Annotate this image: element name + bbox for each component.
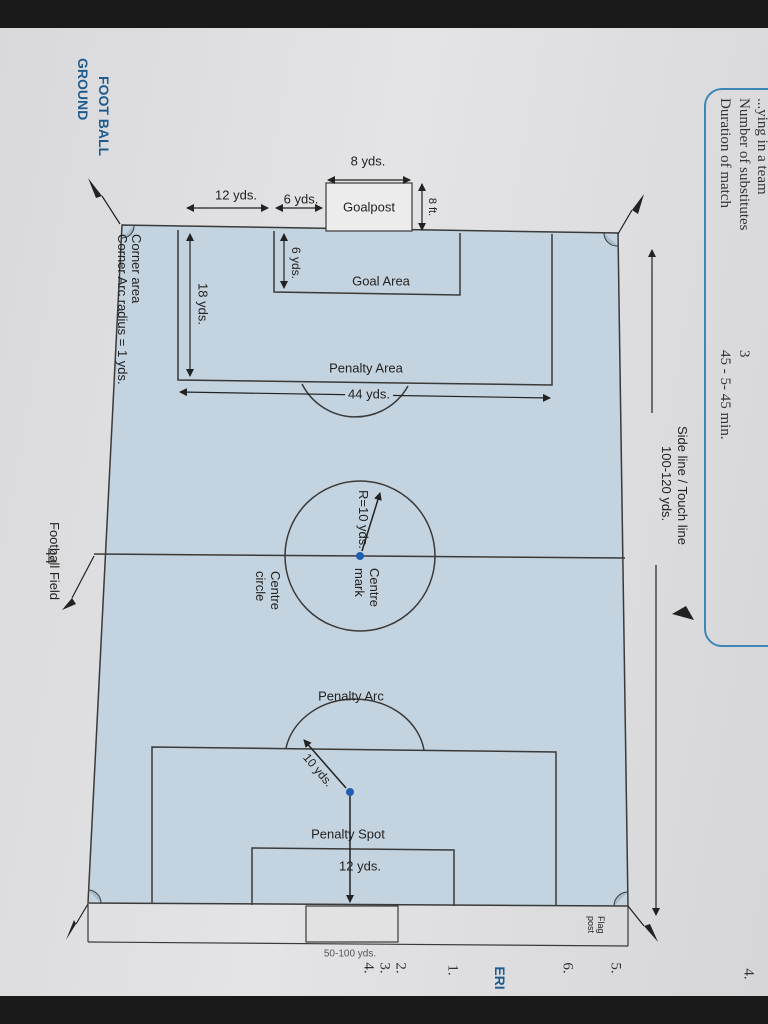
pitch xyxy=(87,224,629,907)
gap-6-label: 6 yds. xyxy=(283,191,319,207)
top-goal-area xyxy=(273,231,461,296)
bottom-penalty-arc xyxy=(285,698,425,751)
goal-area-label: Goal Area xyxy=(352,273,410,289)
bottom-penalty-area xyxy=(151,746,557,906)
flag-icon xyxy=(88,178,121,225)
penalty-spot-label: Penalty Spot xyxy=(311,826,385,842)
side-line-length: 100-120 yds. xyxy=(659,446,674,522)
flag-post-label: Flag post xyxy=(586,916,606,934)
penalty-area-label: Penalty Area xyxy=(329,360,403,376)
flag-icon xyxy=(66,903,89,940)
page-number: 44 xyxy=(42,548,59,564)
flag-icon xyxy=(672,606,694,620)
radius-arrow xyxy=(361,492,382,552)
corner-arc-label: Corner Arc radius = 1 yds. xyxy=(115,234,130,385)
bottom-goal-area xyxy=(251,847,455,906)
penalty-spot xyxy=(346,788,354,796)
centre-mark-label: Centre xyxy=(367,568,382,608)
side-line-label: Side line / Touch line xyxy=(675,426,690,546)
corner-area-label: Corner area xyxy=(129,234,144,304)
goal-line-length: 50-100 yds. xyxy=(323,948,377,960)
flag-icon xyxy=(627,905,658,942)
centre-mark xyxy=(356,552,364,560)
info-box xyxy=(704,88,768,647)
goalpost-label: Goalpost xyxy=(342,199,396,215)
radius-label: R=10 yds. xyxy=(356,490,371,549)
penalty-arc-label: Penalty Arc xyxy=(318,688,384,704)
penalty-width-label: 44 yds. xyxy=(345,386,393,402)
football-field-diagram xyxy=(62,176,694,947)
flag-icon xyxy=(617,194,644,235)
goal-width-label: 8 yds. xyxy=(350,153,386,169)
gap-12-label: 12 yds. xyxy=(215,187,257,203)
spot-12-label: 12 yds. xyxy=(339,858,381,874)
penalty-depth-label: 18 yds. xyxy=(195,283,211,325)
top-penalty-area xyxy=(177,230,553,386)
centre-circle-label: Centre xyxy=(268,571,283,611)
goal-area-depth-label: 6 yds. xyxy=(289,246,303,280)
bottom-goalpost xyxy=(305,905,399,943)
textbook-page: ...ying in a team Number of substitutes … xyxy=(0,28,768,996)
centre-mark-label: mark xyxy=(352,568,367,597)
goal-height-label: 8 ft. xyxy=(426,197,438,217)
flag-icon xyxy=(62,555,95,610)
centre-circle-label: circle xyxy=(253,571,268,602)
centre-circle xyxy=(284,480,436,632)
